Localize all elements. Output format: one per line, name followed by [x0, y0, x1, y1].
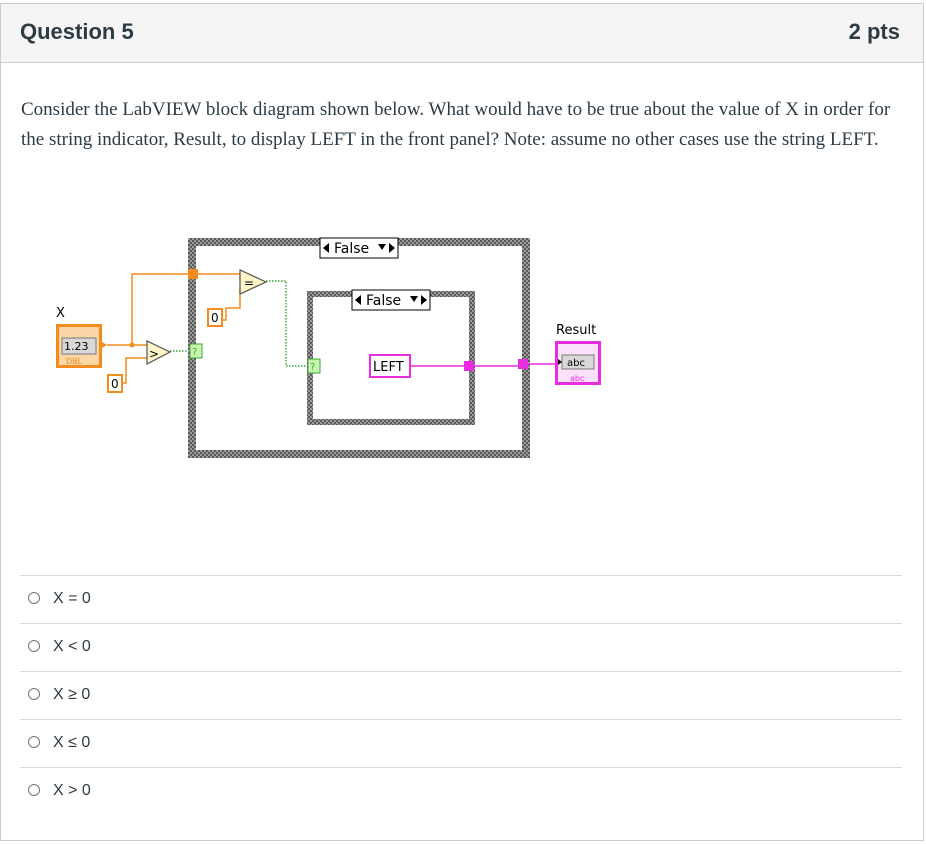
dropdown-icon[interactable]	[378, 244, 386, 250]
x-control-label: X	[56, 306, 65, 321]
question-card: Question 5 2 pts	[0, 3, 924, 841]
question-header: Question 5 2 pts	[1, 4, 923, 63]
boolean-wires	[170, 280, 307, 367]
svg-text:0: 0	[111, 377, 119, 391]
svg-text:>: >	[149, 347, 159, 361]
answer-option-5[interactable]: X > 0	[20, 767, 902, 815]
result-string-indicator[interactable]: abc abc	[555, 341, 601, 385]
answer-list: X = 0 X < 0 X ≥ 0 X ≤ 0 X > 0	[20, 575, 902, 815]
left-arrow-icon[interactable]	[355, 295, 361, 305]
answer-label: X ≤ 0	[53, 734, 91, 751]
greater-than-node[interactable]: >	[146, 340, 172, 365]
answer-option-2[interactable]: X < 0	[20, 623, 902, 671]
answer-option-4[interactable]: X ≤ 0	[20, 719, 902, 767]
radio-button[interactable]	[28, 784, 40, 796]
answer-label: X = 0	[53, 590, 91, 607]
result-indicator-label: Result	[556, 323, 596, 338]
left-arrow-icon[interactable]	[323, 243, 329, 253]
svg-text:=: =	[244, 276, 254, 290]
equal-node[interactable]: =	[239, 269, 268, 295]
string-tunnel-inner	[464, 361, 474, 371]
dropdown-icon[interactable]	[410, 296, 418, 302]
svg-text:0: 0	[211, 311, 219, 325]
outer-case-selector[interactable]: False	[319, 237, 399, 259]
answer-label: X < 0	[53, 638, 91, 655]
radio-button[interactable]	[28, 640, 40, 652]
answer-option-3[interactable]: X ≥ 0	[20, 671, 902, 719]
numeric-tunnel	[188, 269, 198, 279]
string-tunnel-outer	[518, 359, 528, 369]
x-numeric-control[interactable]: 1.23 DBL	[56, 324, 107, 368]
x-control-value: 1.23	[64, 340, 89, 353]
svg-text:LEFT: LEFT	[373, 360, 404, 375]
question-points: 2 pts	[848, 19, 900, 44]
answer-label: X ≥ 0	[53, 686, 91, 703]
zero-constant-inner[interactable]: 0	[207, 308, 223, 327]
question-text: Consider the LabVIEW block diagram shown…	[21, 99, 891, 150]
radio-button[interactable]	[28, 736, 40, 748]
svg-text:?: ?	[310, 362, 315, 373]
right-arrow-icon[interactable]	[389, 243, 395, 253]
zero-constant-bottom[interactable]: 0	[107, 374, 123, 393]
wire-junction	[129, 342, 135, 348]
right-arrow-icon[interactable]	[421, 295, 427, 305]
inner-case-selector[interactable]: False	[351, 289, 431, 311]
x-control-type: DBL	[66, 357, 83, 366]
outer-selector-terminal[interactable]: ?	[189, 343, 203, 359]
answer-option-1[interactable]: X = 0	[20, 575, 902, 623]
string-wires	[410, 363, 555, 367]
svg-text:?: ?	[192, 347, 197, 358]
question-title: Question 5	[20, 19, 134, 44]
inner-case-selector-label: False	[366, 293, 401, 309]
result-value: abc	[567, 358, 585, 369]
radio-button[interactable]	[28, 592, 40, 604]
radio-button[interactable]	[28, 688, 40, 700]
left-string-constant[interactable]: LEFT	[369, 354, 411, 378]
labview-block-diagram: False False X 1.23 DBL	[56, 237, 601, 458]
answer-label: X > 0	[53, 782, 91, 799]
result-type: abc	[570, 374, 584, 383]
inner-selector-terminal[interactable]: ?	[307, 358, 321, 374]
outer-case-selector-label: False	[334, 241, 369, 257]
